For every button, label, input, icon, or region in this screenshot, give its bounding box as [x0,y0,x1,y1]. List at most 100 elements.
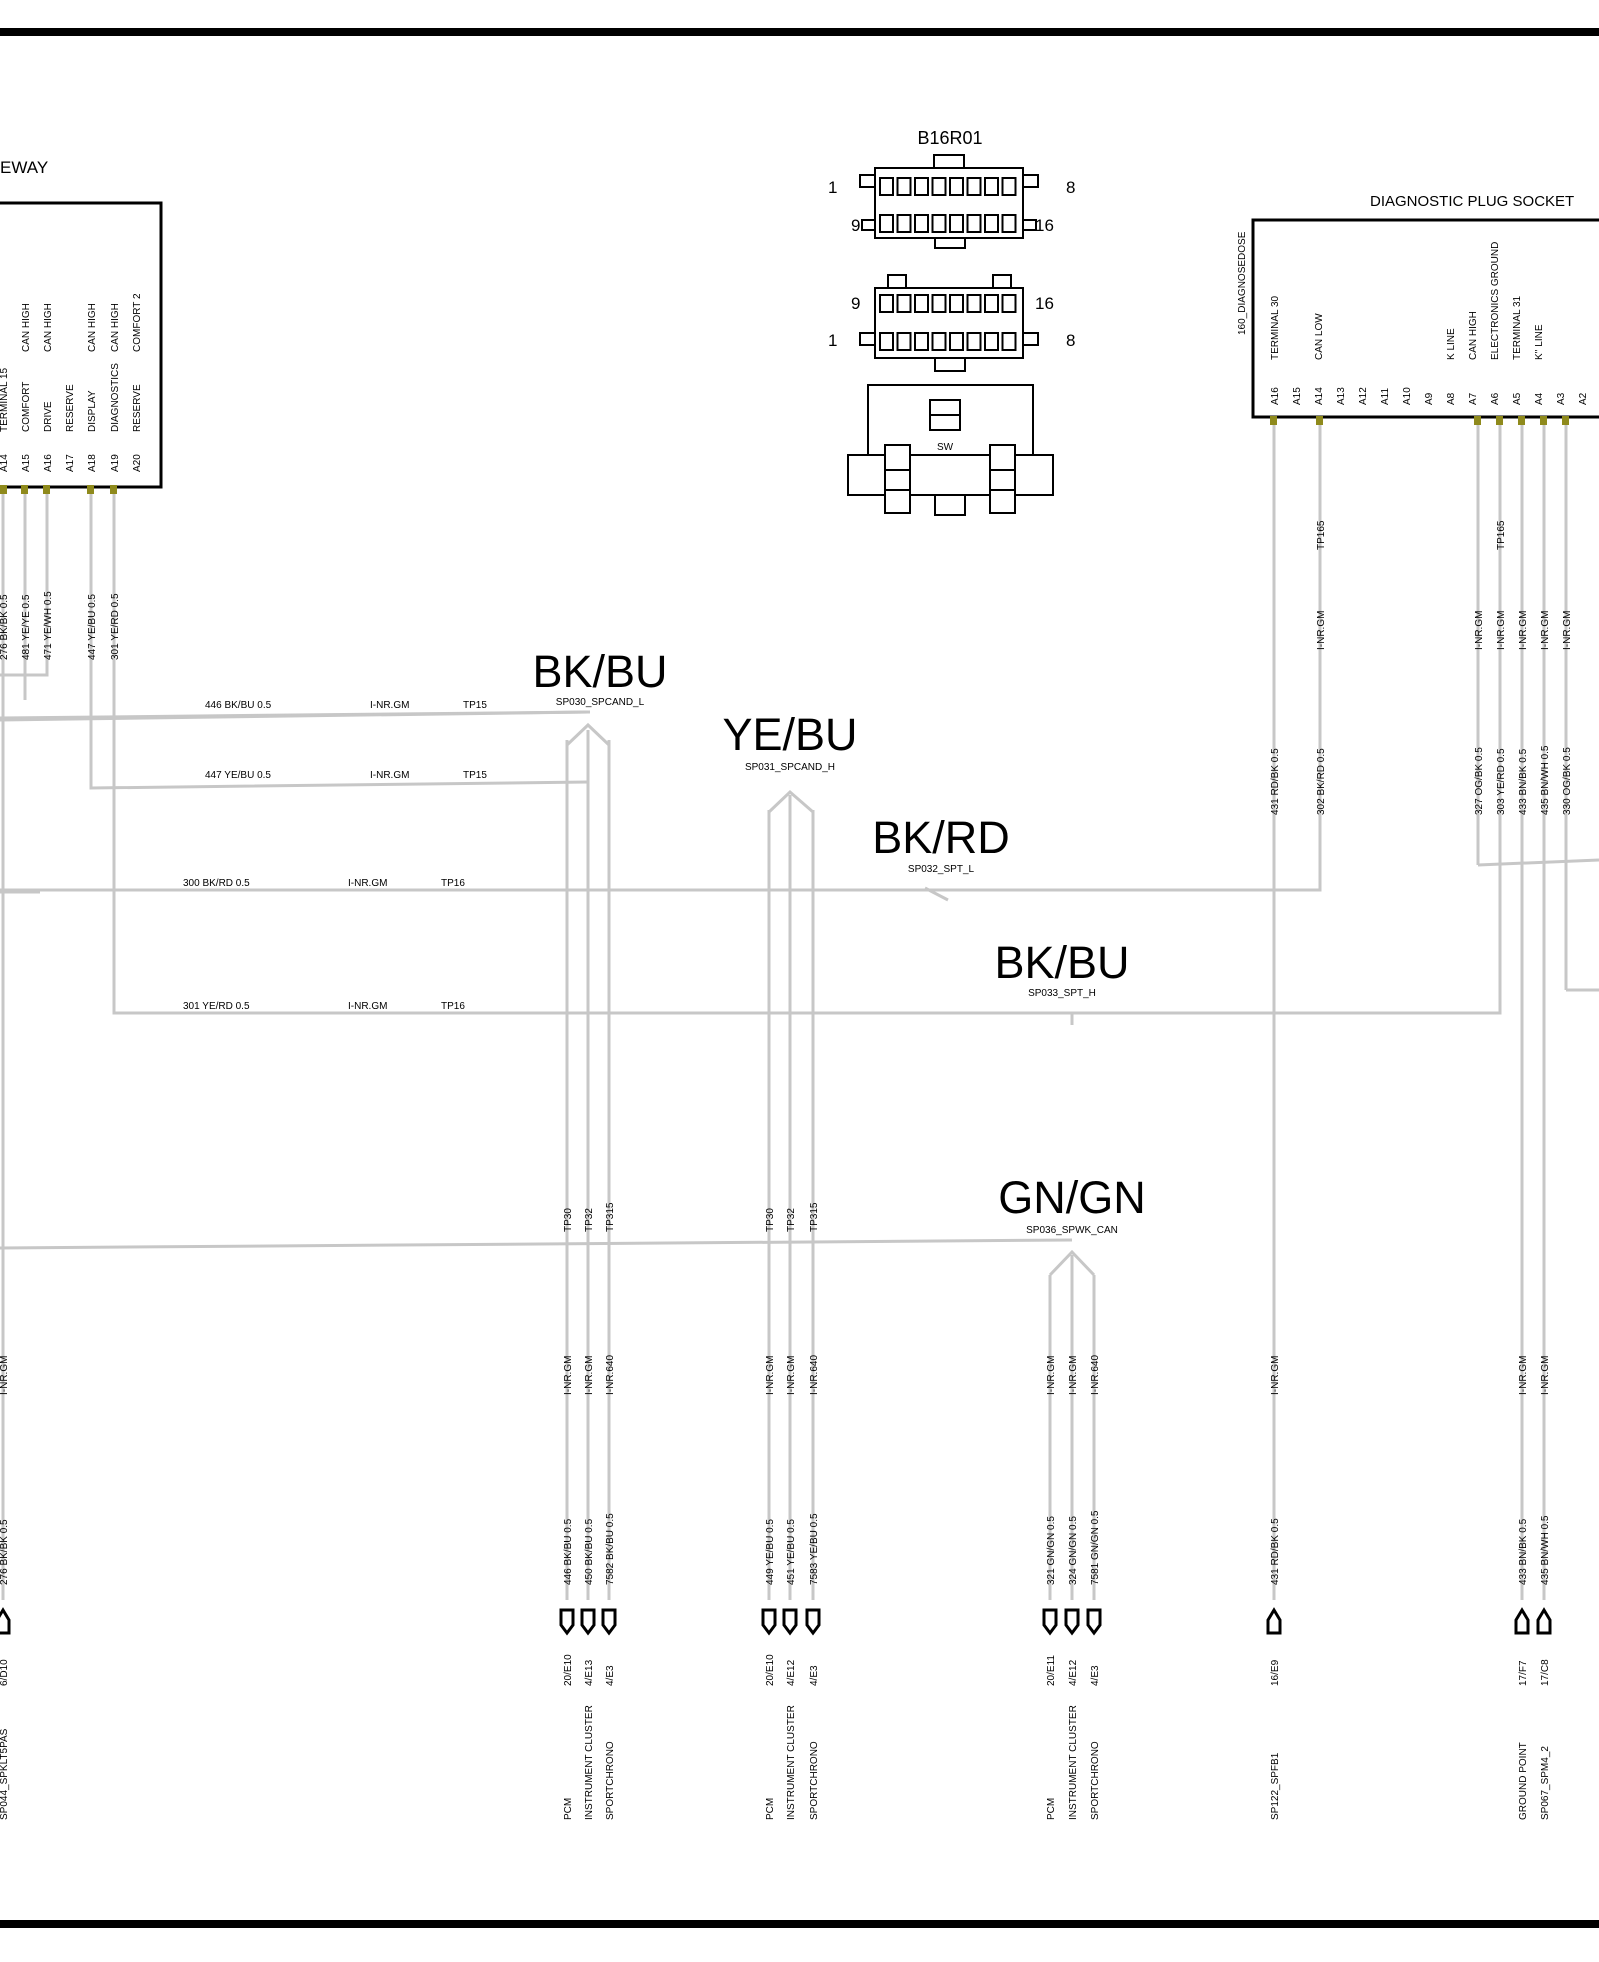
connector-pin-cavity [984,214,999,233]
pin-label-8-top: 8 [1066,178,1075,197]
drop-ref-label: 4/E12 [786,1659,797,1686]
splice-terminal-icon [0,1607,11,1635]
drop-ref-label: 17/F7 [1518,1660,1529,1686]
drop-inr-label: I-NR.GM [1068,1356,1079,1395]
diagnostic-inr-label: I-NR.GM [1562,611,1573,650]
drop-wire-label: 446 BK/BU 0.5 [563,1518,574,1585]
drop-destination-label: INSTRUMENT CLUSTER [584,1705,595,1820]
connector-pin-cavity [896,214,912,233]
connector-pin-cavity [931,214,947,233]
drop-inr-label: I-NR.GM [584,1356,595,1395]
diagnostic-wire-label: 327 OG/BK 0.5 [1474,747,1485,815]
pin-label-1-bottom: 1 [828,331,837,350]
drop-ref-label: 16/E9 [1270,1659,1281,1686]
connector-pin-cavity [896,294,912,313]
drop-wire-label: 321 GN/GN 0.5 [1046,1516,1057,1585]
sw-label: SW [937,442,954,453]
diagnostic-function-label: K'' LINE [1534,324,1545,360]
diagnostic-pin-label: A10 [1402,387,1413,405]
diagnostic-inr-label: I-NR.GM [1496,611,1507,650]
diagnostic-function-label: TERMINAL 30 [1270,295,1281,360]
gateway-signal-label: COMFORT 2 [132,293,143,352]
drop-destination-label: PCM [1046,1798,1057,1820]
gateway-wire-label: 481 YE/YE 0.5 [21,594,32,660]
drop-destination-label: PCM [765,1798,776,1820]
splice-id-label: SP030_SPCAND_L [556,697,645,708]
drop-destination-label: GROUND POINT [1518,1742,1529,1820]
connector-pin-cavity [914,332,929,351]
drop-destination-label: SPORTCHRONO [605,1741,616,1820]
diagnostic-function-label: CAN HIGH [1468,311,1479,360]
drop-inr-label: I-NR.GM [0,1356,10,1395]
connector-pin-cavity [1001,332,1017,351]
gateway-function-label: DIAGNOSTICS [110,363,121,432]
diagnostic-pin-label: A5 [1512,392,1523,405]
gateway-signal-label: CAN HIGH [43,303,54,352]
pin-label-16-top: 16 [1035,216,1054,235]
splice-id-label: SP031_SPCAND_H [745,762,835,773]
splice-wire-label: 447 YE/BU 0.5 [205,770,271,781]
gateway-signal-label: CAN HIGH [110,303,121,352]
gateway-pin-label: A19 [110,454,121,472]
drop-inr-label: I-NR.640 [1090,1355,1101,1395]
diagnostic-pin-label: A16 [1270,387,1281,405]
connector-pin-cavity [949,332,964,351]
drop-destination-label: INSTRUMENT CLUSTER [1068,1705,1079,1820]
diagnostic-pin-label: A15 [1292,387,1303,405]
connector-b16r01: B16R01 1 8 9 16 9 16 1 8 SW [828,128,1075,516]
connector-pin-cavity [984,332,999,351]
splice-id-label: SP036_SPWK_CAN [1026,1225,1118,1236]
wires [0,417,1599,1600]
gateway-function-label: DISPLAY [87,390,98,432]
diagnostic-wire-label: 431 RD/BK 0.5 [1270,748,1281,815]
drop-inr-label: I-NR.GM [563,1356,574,1395]
drop-tp-label: TP315 [809,1202,820,1232]
splice-id-label: SP033_SPT_H [1028,988,1096,999]
splice-color-label: YE/BU [722,709,857,760]
connector-pin-cavity [931,332,947,351]
connector-pin-cavity [949,214,964,233]
connector-pin-cavity [931,177,947,196]
bottom-border [0,1920,1599,1928]
connector-pin-cavity [914,177,929,196]
splice-inr-label: I-NR.GM [348,878,387,889]
splice-color-label: BK/BU [532,646,667,697]
diagnostic-tp-label: TP165 [1316,520,1327,550]
pin-label-9-bottom: 9 [851,294,860,313]
drop-ref-label: 20/E10 [765,1654,776,1686]
drop-inr-label: I-NR.GM [786,1356,797,1395]
gateway-function-label: COMFORT [21,382,32,432]
pin-label-9-top: 9 [851,216,860,235]
splice-wire-label: 301 YE/RD 0.5 [183,1001,250,1012]
diagnostic-plug-socket: DIAGNOSTIC PLUG SOCKET 160_DIAGNOSEDOSE … [1237,193,1599,815]
connector-pin-cavity [966,214,982,233]
gateway-function-label: TERMINAL 15 [0,367,10,432]
connector-pin-cavity [1001,177,1017,196]
connector-terminal-icon [761,1608,777,1636]
connector-pin-cavity [879,332,894,351]
drop-ref-label: 20/E11 [1046,1655,1057,1686]
connector-pin-cavity [896,177,912,196]
splice-inr-label: I-NR.GM [370,770,409,781]
drop-tp-label: TP315 [605,1202,616,1232]
connector-pin-cavity [879,177,894,196]
drop-wire-label: 433 BN/BK 0.5 [1518,1518,1529,1585]
drop-inr-label: I-NR.GM [1540,1356,1551,1395]
splice-id-label: SP032_SPT_L [908,864,975,875]
diagnostic-wire-label: 433 BN/BK 0.5 [1518,748,1529,815]
drop-ref-label: 6/D10 [0,1659,10,1686]
connector-terminal-icon [580,1608,596,1636]
drop-wire-label: 7581 GN/GN 0.5 [1090,1510,1101,1585]
splice-terminal-icon [1266,1607,1282,1635]
gateway-pin-label: A18 [87,454,98,472]
diagnostic-pin-label: A2 [1578,392,1589,405]
gateway-signal-label: CAN HIGH [21,303,32,352]
